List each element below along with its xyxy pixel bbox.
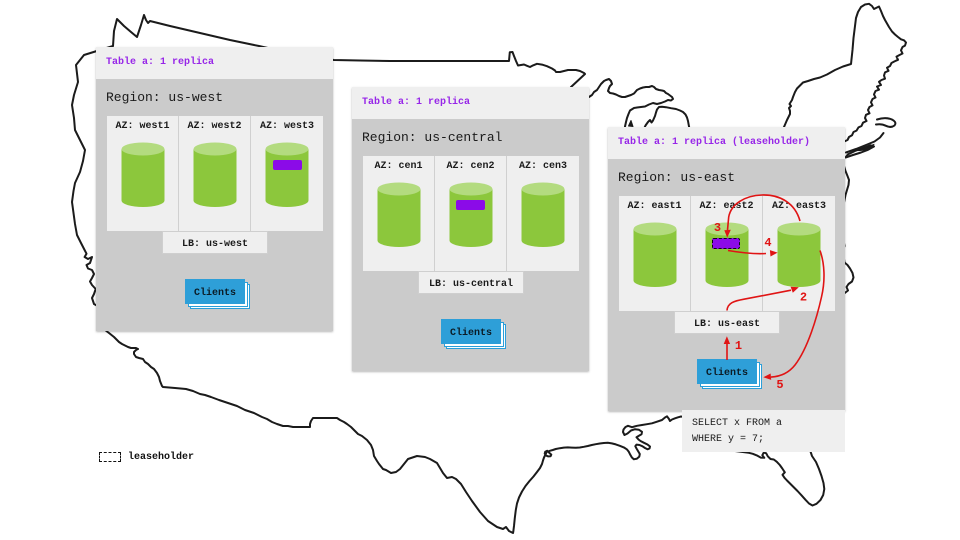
svg-text:5: 5 (776, 378, 783, 392)
svg-text:3: 3 (714, 221, 721, 235)
svg-text:1: 1 (735, 339, 742, 353)
svg-text:2: 2 (800, 291, 807, 305)
svg-text:4: 4 (764, 236, 771, 250)
